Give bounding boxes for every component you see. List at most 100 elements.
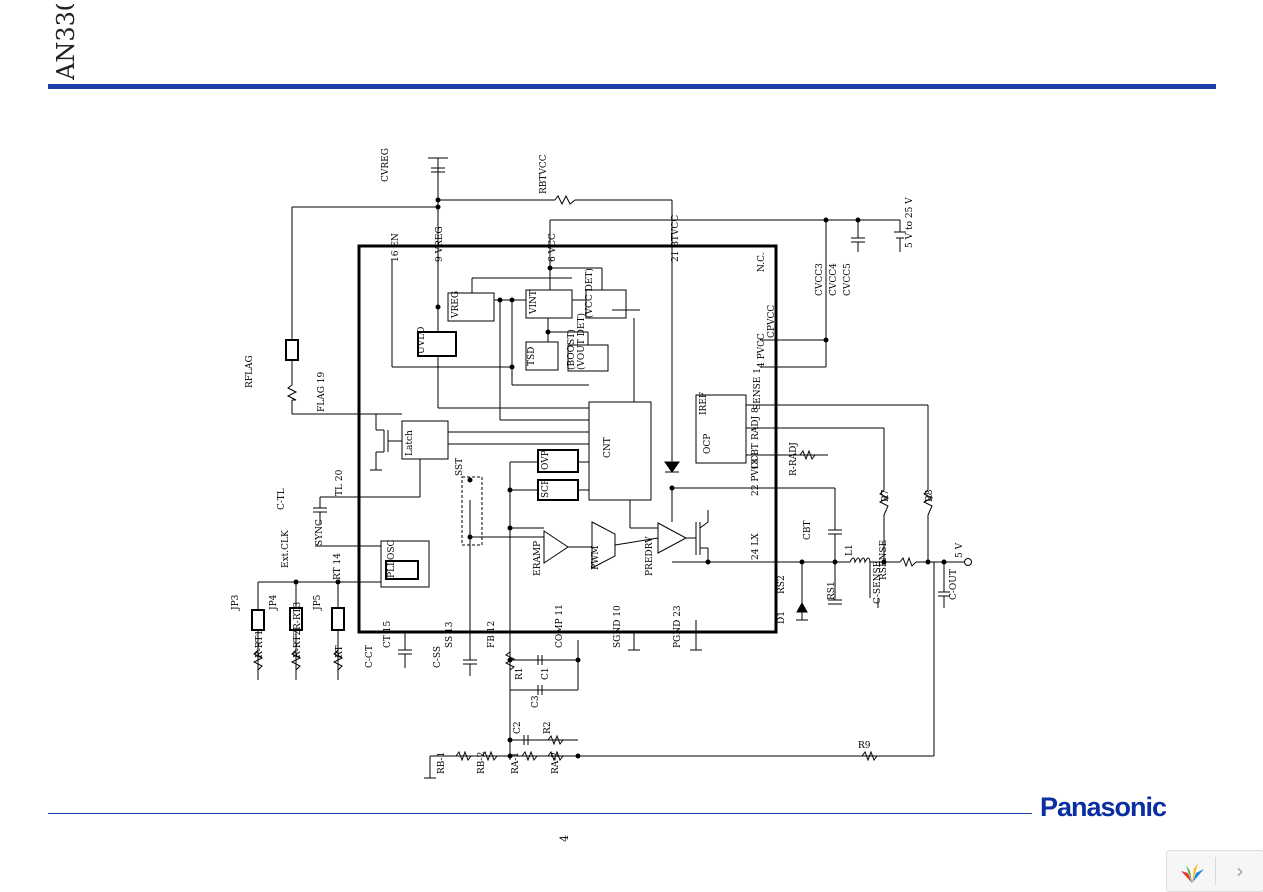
label-r8: R8	[925, 489, 935, 502]
res-r9	[861, 750, 878, 762]
pin-vcc: 6 VCC	[548, 233, 558, 262]
page-number: 4	[558, 830, 572, 844]
label-vin: 5 V to 25 V	[905, 197, 915, 248]
label-scp-block: SCP	[541, 479, 551, 498]
eramp-amp	[543, 530, 569, 564]
label-c1: C1	[541, 667, 551, 680]
label-rrt3: R-RT3	[293, 602, 303, 630]
pin-ss: SS 13	[445, 621, 455, 648]
pin-flag: FLAG 19	[317, 372, 327, 412]
label-rs2: RS2	[777, 575, 787, 594]
res-rrt1	[252, 649, 264, 671]
res-r7	[878, 489, 890, 516]
res-ra1	[521, 750, 538, 762]
block-ocp	[695, 394, 747, 464]
label-vint-block: VINT	[529, 290, 539, 315]
d1-diode	[796, 601, 808, 613]
label-c3: C3	[531, 695, 541, 708]
label-rs1: RS1	[827, 581, 837, 600]
label-cnt-block: CNT	[603, 437, 613, 458]
pin-radj: RADJ 8	[751, 407, 761, 440]
block-osc	[380, 540, 430, 588]
pin-pvcc-in: 22 PVCC	[751, 455, 761, 496]
label-rflag: RFLAG	[245, 355, 255, 388]
label-rrt1: R-RT1	[255, 630, 265, 658]
block-tsd	[525, 341, 559, 371]
label-ovp-block: OVP	[541, 450, 551, 470]
label-l1: L1	[845, 544, 855, 556]
label-ra2: RA-2	[551, 752, 561, 774]
label-eramp-block: ERAMP	[533, 541, 543, 576]
pin-rt: RT 14	[333, 553, 343, 580]
jumper-jp5	[331, 607, 345, 631]
pin-comp: COMP 11	[555, 604, 565, 648]
label-r1: R1	[515, 667, 525, 680]
label-jp5: JP5	[313, 594, 323, 611]
label-vout-det-block: (VOUT DET)	[576, 313, 587, 370]
pin-nc: N.C.	[757, 252, 767, 272]
pin-en: 16 EN	[391, 233, 401, 262]
block-latch	[401, 420, 449, 460]
nav-separator	[1215, 857, 1216, 885]
next-page-chevron-icon[interactable]: ›	[1236, 859, 1244, 883]
res-r2	[547, 734, 564, 746]
label-vreg-block: VREG	[451, 291, 461, 319]
label-iref-block: IREF	[699, 392, 709, 415]
label-rt: RT	[335, 645, 345, 658]
label-jp3: JP3	[231, 594, 241, 611]
pin-tl: TL 20	[335, 469, 345, 496]
label-jp4: JP4	[269, 594, 279, 611]
panasonic-logo: Panasonic	[1040, 792, 1167, 822]
block-uvlo	[417, 331, 457, 357]
label-cpvcc: CPVCC	[767, 305, 777, 338]
btvcc-diode	[664, 461, 680, 473]
pin-sense: SENSE 1	[753, 368, 763, 410]
label-rrt2: R-RT2	[293, 630, 303, 658]
pin-fb: FB 12	[487, 621, 497, 648]
jumper-jpflag	[285, 339, 299, 361]
label-c2: C2	[513, 721, 523, 734]
block-ovp	[537, 449, 579, 473]
label-latch-block: Latch	[405, 430, 415, 456]
label-extclk: Ext.CLK	[281, 530, 291, 568]
pin-btvcc: 21 BTVCC	[671, 215, 681, 262]
label-rradj: R-RADJ	[789, 442, 799, 476]
label-sst-block: SST	[455, 458, 465, 476]
footer-rule	[48, 813, 1032, 814]
block-vcc-det	[585, 289, 627, 319]
viewer-nav-widget: ›	[1166, 850, 1263, 892]
label-cvreg: CVREG	[381, 148, 391, 182]
label-r2: R2	[543, 721, 553, 734]
block-cnt	[588, 401, 652, 501]
label-rbtvcc: RBTVCC	[539, 154, 549, 194]
label-vcc-det-block: (VCC DET)	[584, 268, 595, 318]
pin-lx: 24 LX	[751, 533, 761, 560]
block-vreg	[447, 292, 495, 322]
res-rb2	[481, 750, 498, 762]
res-rbtvcc	[554, 194, 576, 206]
pin-ct: CT 15	[383, 621, 393, 648]
label-pwm-block: PWM	[591, 545, 601, 570]
pin-pvcc: 4 PVCC	[757, 333, 767, 368]
predrv-buffer	[657, 522, 688, 554]
label-cbt: CBT	[803, 520, 813, 540]
label-cvcc5: CVCC5	[843, 263, 853, 296]
res-rsense	[899, 556, 917, 568]
pin-bt: 18 BT	[751, 443, 761, 470]
res-rrt3	[332, 649, 344, 671]
label-rb2: RB-2	[477, 752, 487, 774]
label-ctl: C-TL	[277, 488, 287, 510]
block-sst	[461, 476, 483, 546]
label-uvlo-block: UVLO	[417, 327, 427, 354]
label-rb1: RB-1	[437, 752, 447, 774]
res-rflag	[286, 384, 298, 401]
inductor-l1	[849, 557, 871, 564]
label-tsd-block: TSD	[527, 347, 537, 366]
label-r9: R9	[858, 741, 871, 751]
label-cct: C-CT	[365, 645, 375, 668]
pin-sgnd: SGND 10	[613, 605, 623, 648]
label-boost-block: (BOOST)	[566, 329, 577, 370]
jumper-jp4	[289, 607, 303, 631]
label-osc-block: OSC	[387, 539, 397, 560]
